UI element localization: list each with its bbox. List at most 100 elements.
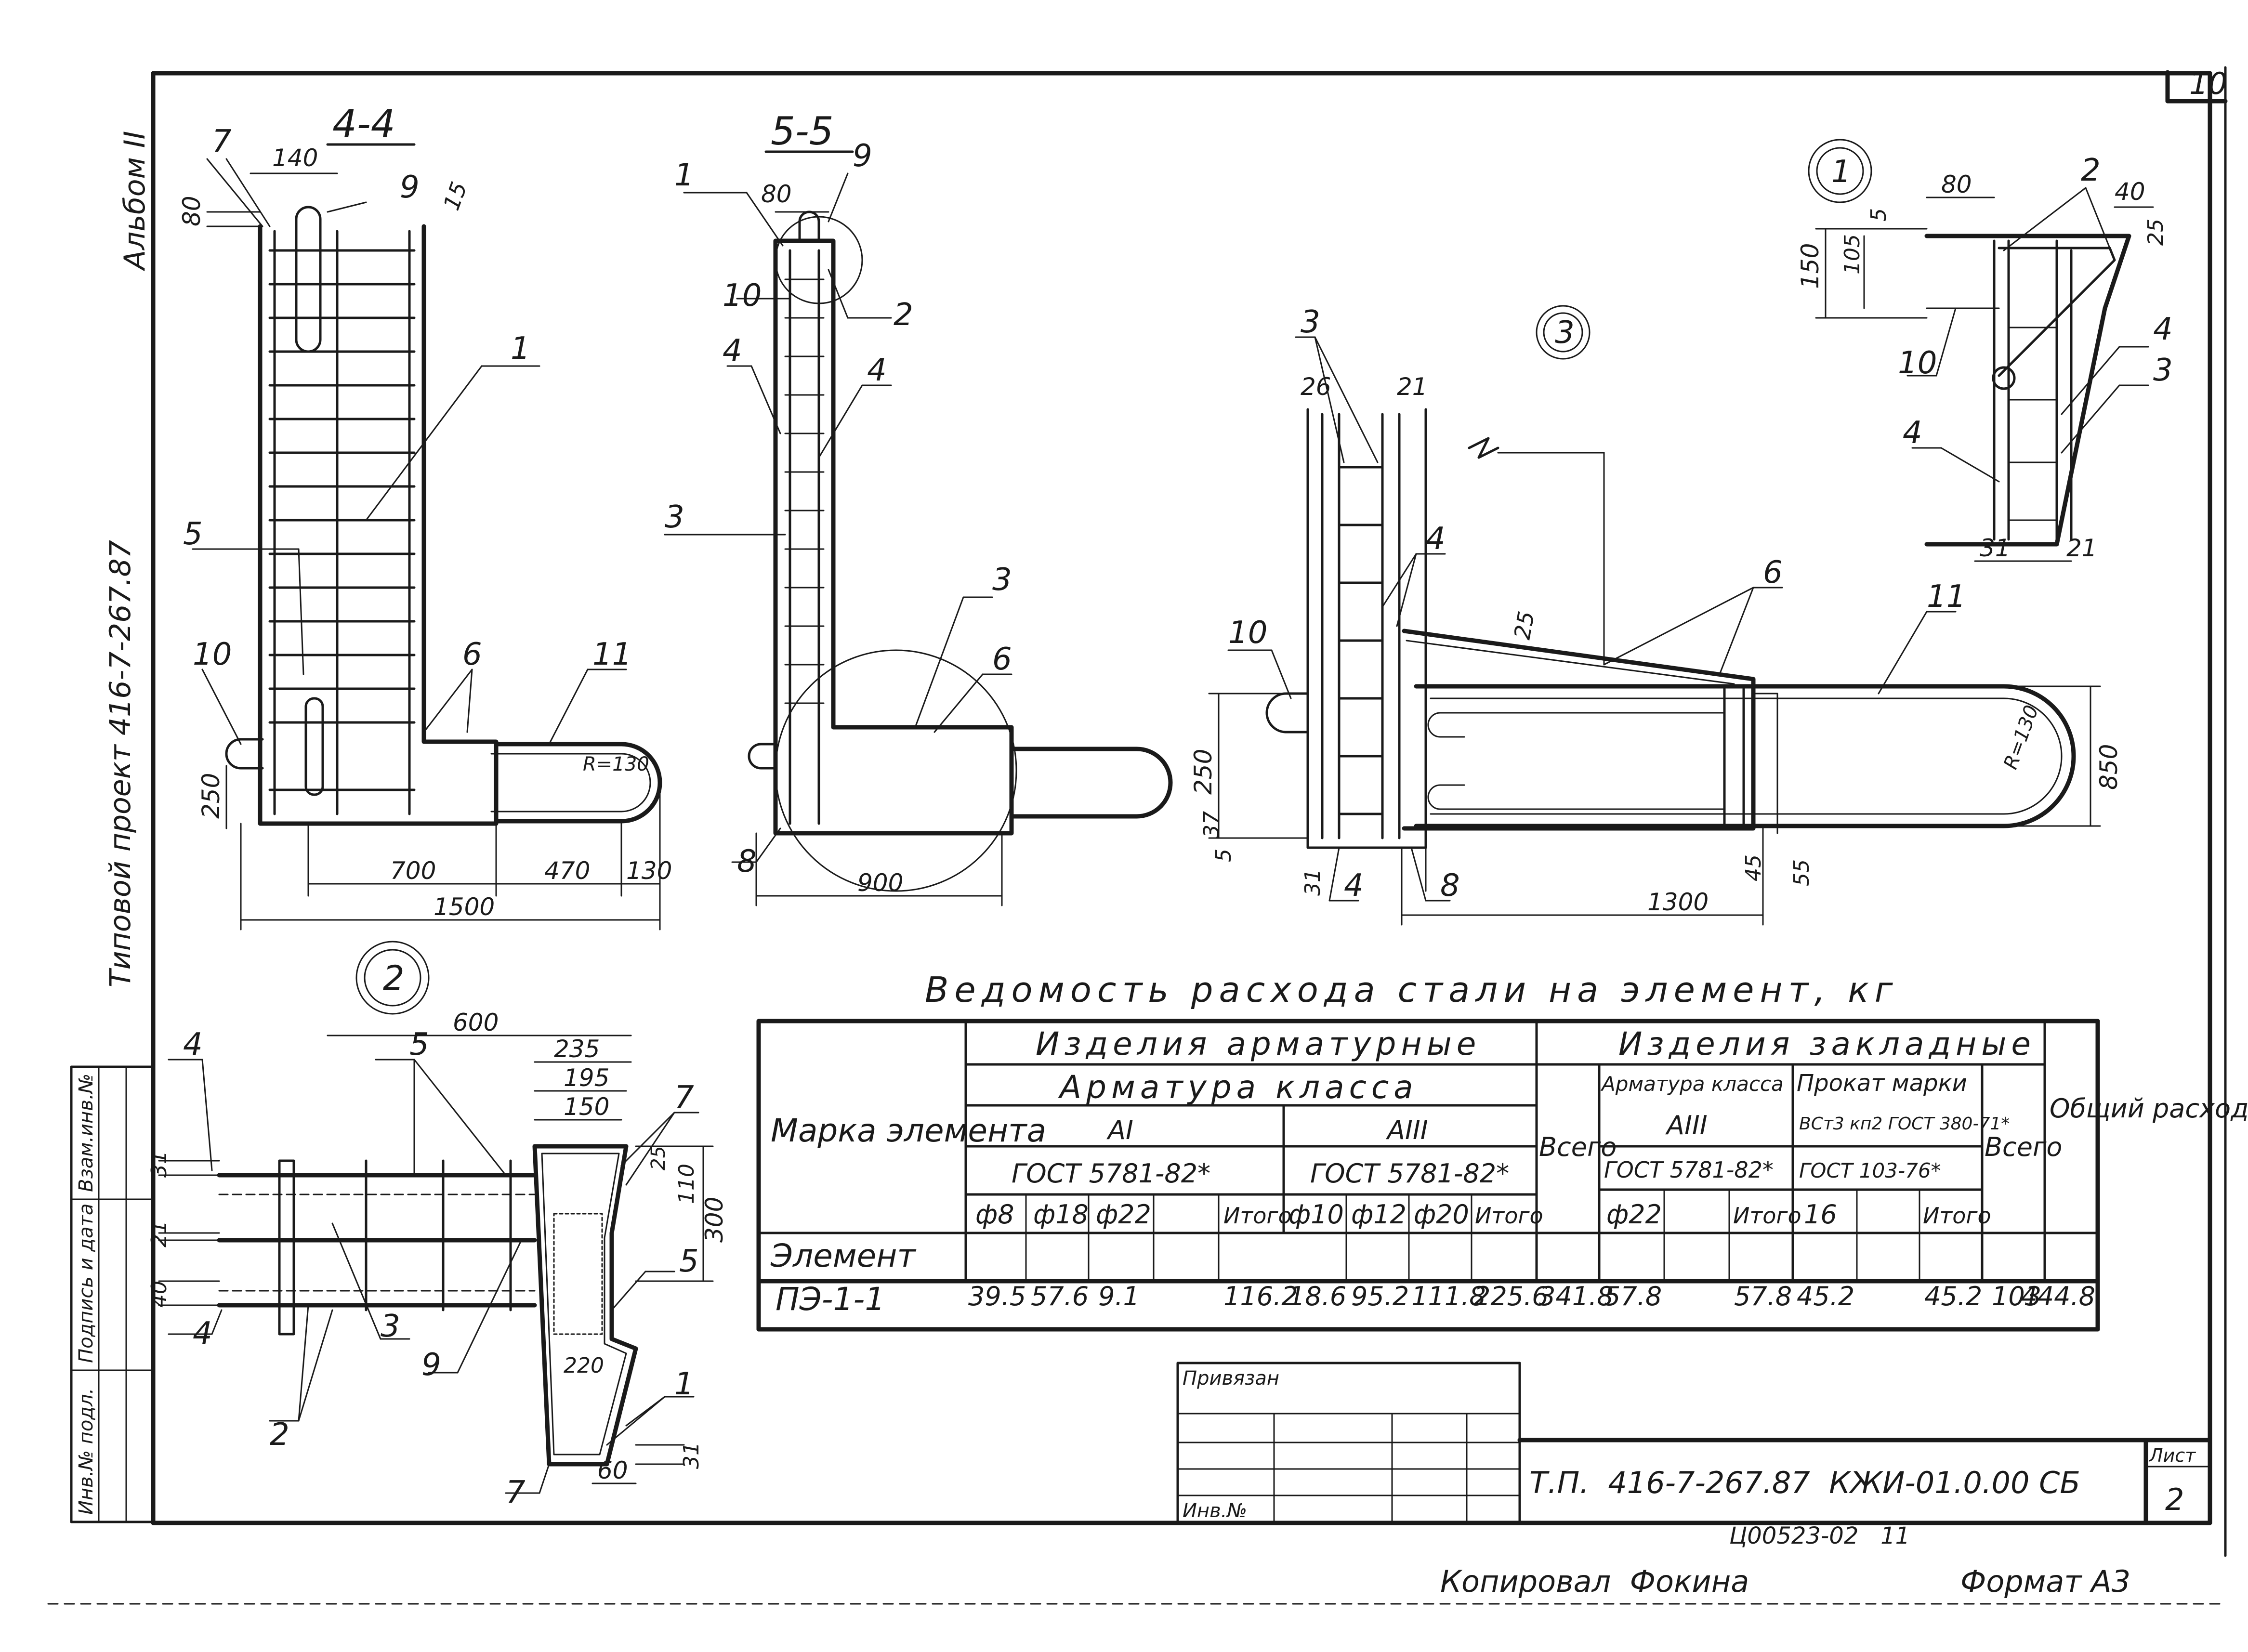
group-rebar: Изделия арматурные [1036, 1025, 1481, 1062]
pos-4: 4 [1426, 521, 1446, 557]
dim-25: 25 [1509, 609, 1539, 642]
class-aiii: АIII [1386, 1115, 1428, 1145]
dim-195: 195 [564, 1064, 609, 1092]
dim-55: 55 [1789, 859, 1814, 886]
tb-attached: Привязан [1183, 1367, 1279, 1390]
pos-4a: 4 [723, 333, 742, 369]
detail-1: 1 2 10 4 3 4 80 40 5 15 [1796, 139, 2173, 562]
table-title: Ведомость расхода стали на элемент, кг [925, 970, 1899, 1010]
pos-4b: 4 [867, 353, 887, 388]
section-4-4-title: 4-4 [332, 102, 395, 146]
dim-700: 700 [390, 857, 436, 885]
rolled-gost: ГОСТ 103-76* [1799, 1159, 1941, 1182]
pos-10: 10 [1898, 345, 1937, 381]
total2: Всего [1985, 1132, 2062, 1162]
title-block-grid [1176, 1362, 2212, 1524]
tb-inv: Инв.№ [1183, 1500, 1247, 1522]
pos-4b: 4 [1903, 415, 1922, 451]
pos-5: 5 [409, 1027, 429, 1062]
gost-aiii: ГОСТ 5781-82* [1310, 1158, 1509, 1189]
detail-3: 3 [1189, 304, 2123, 926]
pos-6: 6 [462, 637, 482, 672]
sub-ai-0: ф8 [975, 1199, 1014, 1230]
dim-150: 150 [1796, 243, 1824, 289]
dim-60: 60 [597, 1456, 628, 1484]
rebar-class: Арматура класса [1058, 1069, 1418, 1106]
stamp-replaced-inv: Взам.инв.№ [75, 1074, 97, 1192]
pos-2: 2 [2081, 153, 2101, 188]
col-mark: Марка элемента [771, 1112, 1046, 1149]
dim-21: 21 [2066, 534, 2097, 562]
row-rolled-2: 45.2 [1924, 1281, 1982, 1311]
pos-3: 3 [2153, 353, 2173, 388]
footer-order-no: Ц00523-02 11 [1729, 1522, 1910, 1549]
pos-11: 11 [592, 637, 631, 672]
row-ai-0: 39.5 [968, 1281, 1026, 1311]
dim-250: 250 [197, 773, 225, 819]
dim-31: 31 [1980, 534, 2011, 562]
rolled-spec: ВСт3 кп2 ГОСТ 380-71* [1799, 1114, 2010, 1134]
sub-rolled-2: Итого [1923, 1203, 1991, 1229]
dim-40: 40 [147, 1281, 171, 1308]
row-total2: 103 [1992, 1281, 2041, 1311]
pos-6: 6 [1763, 555, 1783, 590]
pos-10: 10 [1228, 615, 1267, 651]
dim-140: 140 [272, 144, 318, 172]
left-stamp [70, 1065, 155, 1523]
pos-7b: 7 [506, 1475, 526, 1510]
section-4-4: 4-4 [178, 102, 672, 931]
dim-r130: R=130 [583, 753, 649, 775]
dim-26: 26 [1301, 373, 1331, 401]
section-5-5-title: 5-5 [771, 109, 834, 154]
pos-1: 1 [674, 157, 694, 193]
row-aiii-0: 18.6 [1288, 1281, 1346, 1311]
tb-sheet-label: Лист [2148, 1445, 2196, 1466]
dim-80: 80 [178, 196, 206, 226]
pos-3: 3 [381, 1309, 400, 1344]
dim-250: 250 [1189, 749, 1217, 795]
dim-235: 235 [554, 1035, 600, 1063]
dim-5: 5 [1211, 849, 1236, 862]
detail-2-callout: 2 [383, 958, 405, 998]
dim-15: 15 [438, 178, 473, 213]
row-aiii-3: 225.6 [1474, 1281, 1549, 1311]
pos-5: 5 [183, 516, 203, 552]
row-rolled-0: 45.2 [1797, 1281, 1854, 1311]
row-aiii-1: 95.2 [1351, 1281, 1409, 1311]
sub-aiii-2: ф20 [1414, 1199, 1469, 1230]
pos-4: 4 [183, 1027, 203, 1062]
footer-copied: Копировал Фокина [1440, 1564, 1749, 1599]
pos-1: 1 [511, 331, 530, 367]
dim-40: 40 [2115, 178, 2145, 206]
row-total: 341.8 [1539, 1281, 1614, 1311]
dim-25: 25 [647, 1146, 670, 1170]
detail-1-callout: 1 [1831, 154, 1851, 190]
sheet-frame [47, 66, 2228, 1605]
dim-31: 31 [1301, 869, 1325, 896]
pos-11: 11 [1927, 579, 1966, 615]
pos-3: 3 [1301, 304, 1320, 340]
tb-sheet-value: 2 [2165, 1482, 2184, 1517]
group-embedded: Изделия закладные [1618, 1025, 2036, 1062]
stamp-signature-date: Подпись и дата [75, 1204, 97, 1363]
detail-3-callout: 3 [1555, 315, 1575, 351]
row-ai-2: 9.1 [1098, 1281, 1140, 1311]
pos-3b: 3 [992, 562, 1012, 598]
sub-ai-4: Итого [1223, 1203, 1292, 1229]
sub-ai-1: ф18 [1033, 1199, 1089, 1230]
class-ai: АI [1106, 1115, 1133, 1145]
emb-rebar-class: Арматура класса [1600, 1072, 1784, 1096]
pos-2: 2 [894, 297, 913, 333]
sub-emb-2: Итого [1733, 1203, 1801, 1229]
pos-8: 8 [1440, 868, 1460, 904]
sub-ai-2: ф22 [1096, 1199, 1151, 1230]
dim-150: 150 [564, 1093, 609, 1121]
total: Всего [1539, 1132, 1617, 1162]
dim-37: 37 [1199, 811, 1224, 838]
footer-format: Формат А3 [1960, 1564, 2130, 1599]
dim-25: 25 [2143, 219, 2168, 246]
sub-rolled-0: 16 [1804, 1199, 1837, 1230]
row-emb-2: 57.8 [1734, 1281, 1792, 1311]
dim-31: 31 [147, 1151, 171, 1178]
stamp-inv-orig: Инв.№ подл. [75, 1388, 97, 1515]
